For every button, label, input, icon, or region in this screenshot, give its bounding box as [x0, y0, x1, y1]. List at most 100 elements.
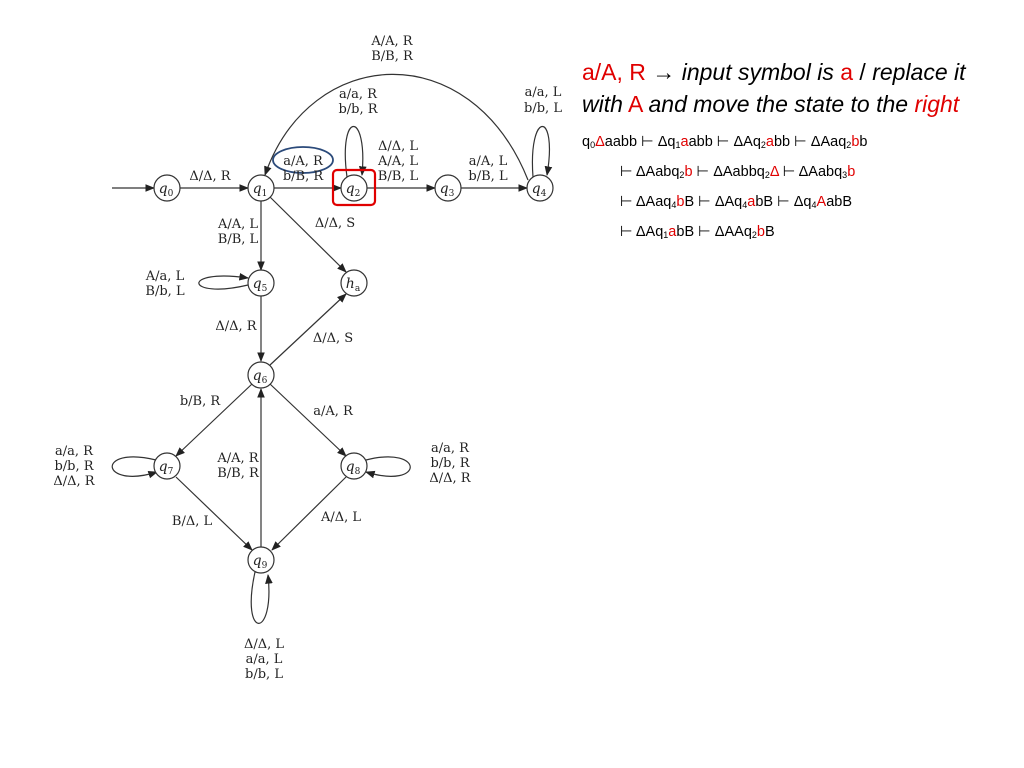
trace-head-symbol: b	[684, 164, 693, 180]
loop-q4	[531, 126, 553, 178]
state-q7	[153, 452, 181, 480]
trace-segment: ⊢ ΔAabq	[620, 164, 680, 180]
trace-head-symbol: A	[816, 194, 827, 210]
state-q4	[526, 174, 554, 202]
right-arrow-icon: →	[652, 59, 676, 85]
trace-head-symbol: a	[765, 134, 774, 150]
trace-state-subscript: 1	[675, 140, 681, 150]
trace-segment: abb ⊢ ΔAq	[688, 134, 761, 150]
trace-segment: ⊢ ΔAq	[620, 224, 664, 240]
trace-state-subscript: 2	[751, 230, 757, 240]
trace-state-subscript: 4	[811, 200, 817, 210]
state-label-ha: ha	[346, 276, 361, 294]
trace-state-subscript: 0	[590, 140, 596, 150]
trace-state-subscript: 1	[663, 230, 669, 240]
loop-q2	[344, 126, 367, 178]
trace-state-subscript: 2	[760, 140, 766, 150]
trace-segment: ⊢ ΔAabbq	[692, 164, 765, 180]
state-nodes	[153, 174, 554, 574]
trace-head-symbol: b	[756, 224, 765, 240]
separator-slash: /	[859, 59, 866, 85]
label-q7-q9: B/Δ, L	[172, 514, 213, 529]
trace-head-symbol: a	[747, 194, 756, 210]
transition-edges	[111, 73, 553, 624]
loop-q9	[250, 571, 273, 624]
trace-line-2: ⊢ ΔAabq2b ⊢ ΔAabbq2Δ ⊢ ΔAabq3b	[582, 158, 1012, 188]
trace-segment: b	[859, 134, 868, 150]
trace-segment: ⊢ ΔAaq	[620, 194, 672, 210]
explanation-text-1: input symbol is	[681, 59, 834, 85]
explanation-text-3: and move the state to the	[648, 91, 909, 117]
trace-segment: aabb ⊢ Δq	[604, 134, 676, 150]
edge-q6-ha	[269, 293, 347, 366]
trace-state-subscript: 2	[679, 170, 685, 180]
trace-state-subscript: 4	[671, 200, 677, 210]
state-labels: q0 q1 q2 q3 q4 q5 ha q6 q7 q8 q9	[159, 181, 547, 571]
trace-state-subscript: 2	[846, 140, 852, 150]
edge-q6-q8	[269, 383, 347, 457]
trace-head-symbol: Δ	[595, 134, 605, 150]
state-label-q2: q2	[346, 181, 361, 199]
trace-line-1: q0Δaabb ⊢ Δq1aabb ⊢ ΔAq2abb ⊢ ΔAaq2bb	[582, 128, 1012, 158]
explanation-text-2: replace it with	[582, 59, 966, 117]
trace-segment: bb ⊢ ΔAaq	[773, 134, 847, 150]
trace-state-subscript: 3	[842, 170, 848, 180]
state-q2	[340, 174, 368, 202]
state-label-q9: q9	[253, 553, 268, 571]
state-q8	[340, 452, 368, 480]
state-label-q7: q7	[159, 459, 174, 477]
highlight-box-q2	[331, 168, 377, 207]
trace-head-symbol: Δ	[769, 164, 779, 180]
state-q0	[153, 174, 181, 202]
label-q6-q8: a/A, R	[313, 404, 354, 419]
state-q3	[434, 174, 462, 202]
label-q0-q1: Δ/Δ, R	[189, 169, 231, 184]
state-label-q0: q0	[159, 181, 174, 199]
example-transition: a/A, R	[582, 59, 646, 85]
trace-segment: B	[765, 224, 775, 240]
computation-trace: q0Δaabb ⊢ Δq1aabb ⊢ ΔAq2abb ⊢ ΔAaq2bb ⊢ …	[582, 128, 1012, 248]
state-q5	[247, 269, 275, 297]
loop-q8	[365, 456, 411, 479]
trace-segment: bB ⊢ ΔAAq	[676, 224, 752, 240]
loop-q7	[111, 456, 158, 479]
label-q8-q9: A/Δ, L	[320, 510, 361, 525]
state-label-q5: q5	[253, 276, 268, 294]
trace-head-symbol: b	[847, 164, 856, 180]
trace-head-symbol: a	[680, 134, 689, 150]
trace-segment: ⊢ ΔAabq	[778, 164, 843, 180]
trace-line-4: ⊢ ΔAq1abB ⊢ ΔAAq2bB	[582, 218, 1012, 248]
edge-q1-ha	[269, 196, 347, 273]
trace-segment: bB ⊢ Δq	[755, 194, 812, 210]
highlight-ellipse-aA-R	[272, 146, 334, 174]
edge-q6-q7	[175, 383, 253, 457]
label-q6-ha: Δ/Δ, S	[313, 331, 353, 346]
edge-q4-q1	[264, 73, 529, 181]
trace-head-symbol: b	[851, 134, 860, 150]
explanation-panel: a/A, R → input symbol is a / replace it …	[582, 56, 1012, 248]
state-q1	[247, 174, 275, 202]
edge-q8-q9	[271, 476, 347, 551]
trace-segment: abB	[826, 194, 853, 210]
replacement-symbol: A	[628, 91, 643, 117]
trace-segment: q	[582, 134, 591, 150]
trace-segment: B ⊢ ΔAq	[684, 194, 743, 210]
trace-state-subscript: 2	[764, 170, 770, 180]
label-q1-ha: Δ/Δ, S	[315, 216, 355, 231]
state-q6	[247, 361, 275, 389]
state-label-q6: q6	[253, 368, 268, 386]
trace-state-subscript: 4	[742, 200, 748, 210]
label-q6-q7: b/B, R	[180, 394, 222, 409]
state-q9	[247, 546, 275, 574]
